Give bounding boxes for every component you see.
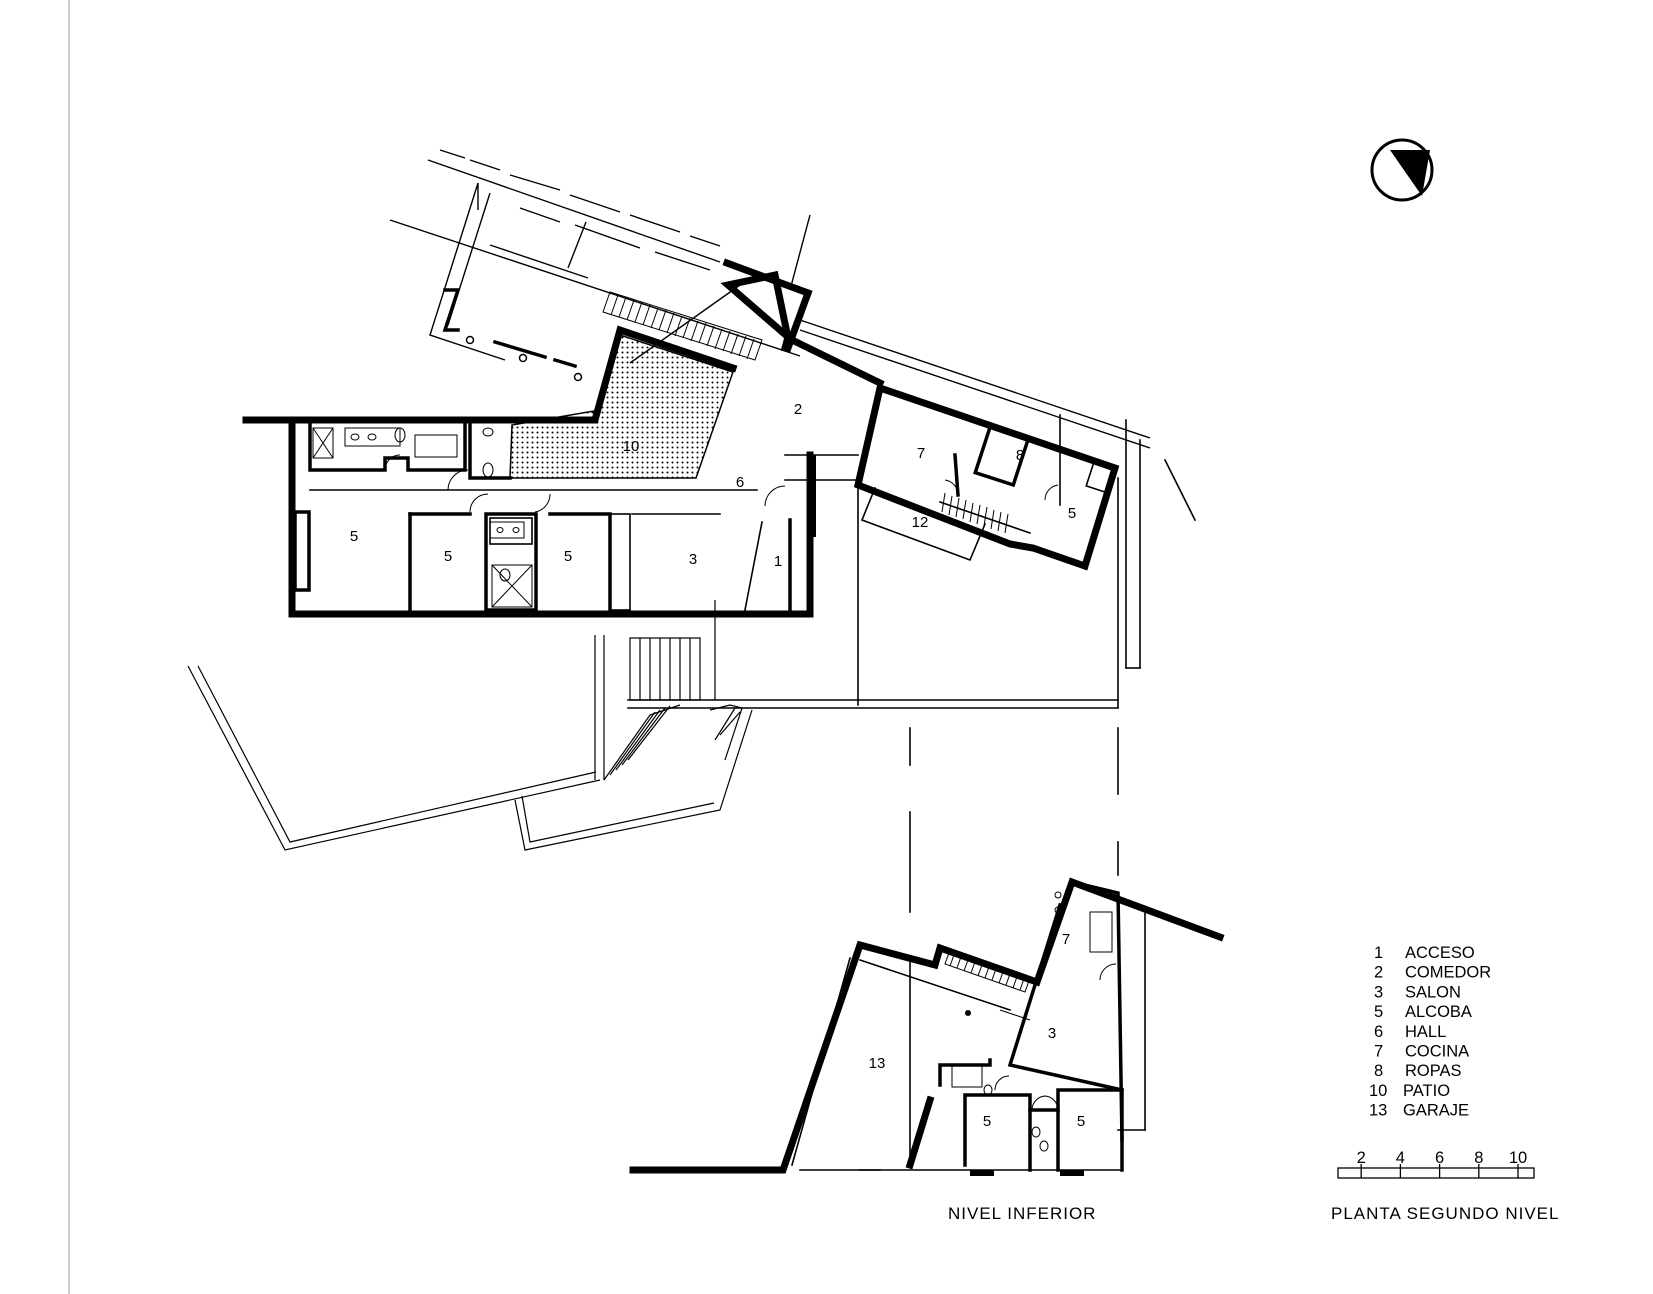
- lower-fixtures: [951, 891, 1117, 1152]
- room-label: 3: [1048, 1025, 1056, 1042]
- room-label: 1: [774, 553, 782, 570]
- bath-block: [308, 421, 467, 472]
- room-label: 5: [1077, 1113, 1085, 1130]
- room-label: 12: [912, 514, 929, 531]
- north-stairs: [602, 291, 763, 361]
- entrance-walls: [744, 521, 763, 611]
- column-dot: [965, 1010, 971, 1016]
- bath-fixtures: [312, 427, 533, 608]
- lower-east-wall: [1069, 879, 1124, 1142]
- upper-level-plan: 1 2 3 5 5 5 5 6 7 8 10 12: [187, 149, 1197, 913]
- terrace-walls: [442, 288, 461, 332]
- room-label: 5: [350, 528, 358, 545]
- lower-ramp-line: [858, 958, 1012, 1012]
- footing: [1060, 1170, 1084, 1176]
- legend-number: 6: [1374, 1023, 1383, 1041]
- room-label: 5: [444, 548, 452, 565]
- wardrobe: [293, 510, 311, 592]
- lower-level-plan: 7 3 13 5 5: [629, 877, 1225, 1176]
- room-label: 7: [1062, 931, 1070, 948]
- carport-outline: [860, 486, 987, 562]
- room-label: 13: [869, 1055, 886, 1072]
- lower-stairs: [944, 949, 1031, 1021]
- room-label: 10: [623, 438, 640, 455]
- laundry-room: [973, 422, 1031, 488]
- legend-number: 10: [1369, 1082, 1387, 1100]
- legend-number: 2: [1374, 964, 1383, 982]
- section-cut: [1163, 458, 1197, 522]
- scale-label: 2: [1357, 1149, 1366, 1167]
- room-label: 7: [917, 445, 925, 462]
- legend-label: PATIO: [1403, 1082, 1450, 1100]
- legend-label: ROPAS: [1405, 1062, 1462, 1080]
- room-label: 8: [1016, 447, 1024, 464]
- room-label: 5: [1068, 505, 1076, 522]
- legend-label: COMEDOR: [1405, 964, 1491, 982]
- kitchen-partition: [953, 453, 960, 497]
- legend-label: SALON: [1405, 983, 1461, 1001]
- lower-wall-west: [905, 1095, 935, 1170]
- legend-label: GARAJE: [1403, 1102, 1469, 1120]
- legend-label: COCINA: [1405, 1043, 1469, 1061]
- wall-segment: [722, 258, 813, 298]
- scale-label: 6: [1435, 1149, 1444, 1167]
- footing: [970, 1170, 994, 1176]
- legend-number: 7: [1374, 1043, 1383, 1061]
- scale-label: 10: [1509, 1149, 1527, 1167]
- exterior-wall-north: [242, 325, 738, 424]
- caption-lower-level: NIVEL INFERIOR: [948, 1204, 1096, 1223]
- terrace-wall: [552, 357, 578, 369]
- scale-label: 8: [1474, 1149, 1483, 1167]
- room-legend: 1 ACCESO 2 COMEDOR 3 SALON 5 ALCOBA 6 HALL 7 COCINA…: [1369, 944, 1491, 1120]
- north-terrace: [389, 149, 1151, 449]
- bedroom-walls-3: [548, 512, 612, 612]
- lower-exterior-wall: [629, 877, 1225, 1174]
- lower-kitchen: [1007, 902, 1125, 1093]
- scale-label: 4: [1396, 1149, 1405, 1167]
- kitchen-stairs: [941, 492, 1009, 534]
- exterior-wall-north-2: [720, 270, 885, 388]
- entry-screen: [810, 455, 816, 537]
- legend-label: ALCOBA: [1405, 1003, 1472, 1021]
- south-stairs: [187, 600, 753, 851]
- scale-bar: 2 4 6 8 10: [1337, 1149, 1535, 1179]
- room-label: 5: [564, 548, 572, 565]
- room-label: 2: [794, 401, 802, 418]
- lower-ramp-line: [791, 957, 851, 1166]
- legend-label: HALL: [1405, 1023, 1446, 1041]
- bath-block-2: [468, 421, 512, 480]
- lower-bedroom-1: [963, 1093, 1032, 1172]
- room-label: 6: [736, 474, 744, 491]
- caption-second-level: PLANTA SEGUNDO NIVEL: [1331, 1204, 1559, 1223]
- columns: [465, 335, 583, 382]
- terrace-wall: [492, 339, 548, 360]
- lower-bedroom-2: [1056, 1088, 1124, 1172]
- shower: [1085, 458, 1117, 494]
- wall-segment: [783, 288, 813, 353]
- legend-number: 13: [1369, 1102, 1387, 1120]
- room-label: 3: [689, 551, 697, 568]
- door-swings: [384, 454, 1059, 513]
- bath-core: [484, 512, 538, 612]
- legend-label: ACCESO: [1405, 944, 1475, 962]
- legend-number: 8: [1374, 1062, 1383, 1080]
- legend-number: 3: [1374, 983, 1383, 1001]
- closet: [609, 513, 631, 611]
- room-label: 5: [983, 1113, 991, 1130]
- north-arrow-icon: [1370, 138, 1434, 202]
- legend-number: 5: [1374, 1003, 1383, 1021]
- legend-number: 1: [1374, 944, 1383, 962]
